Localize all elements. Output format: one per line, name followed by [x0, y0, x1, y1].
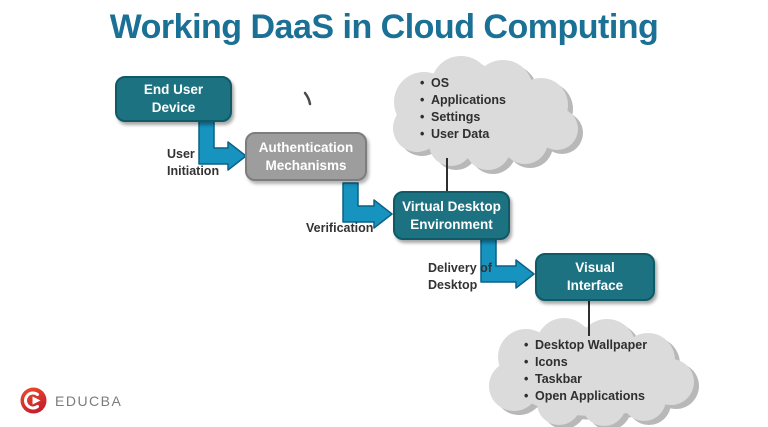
- tick-mark: [303, 91, 312, 106]
- node-virtual-desktop-environment: Virtual Desktop Environment: [393, 191, 510, 240]
- arrow-label-line: Desktop: [428, 277, 478, 292]
- list-item-text: Applications: [431, 92, 507, 107]
- list-item: • Taskbar: [524, 370, 647, 387]
- list-item-text: Settings: [431, 109, 481, 124]
- educba-logo: EDUCBA: [20, 387, 122, 414]
- node-label-line: Device: [151, 100, 196, 115]
- arrow-label-line: Delivery of: [428, 261, 492, 275]
- bottom-cloud-list: • Desktop Wallpaper • Icons • Taskbar • …: [524, 336, 647, 404]
- bullet-icon: •: [524, 354, 529, 369]
- bullet-icon: •: [420, 109, 425, 124]
- list-item-text: Taskbar: [535, 371, 583, 386]
- arrow-label-line: User: [167, 147, 195, 161]
- bullet-icon: •: [524, 371, 529, 386]
- list-item: • Settings: [420, 108, 506, 125]
- arrow-verification: [342, 182, 393, 229]
- bullet-icon: •: [420, 75, 425, 90]
- list-item: • Desktop Wallpaper: [524, 336, 647, 353]
- node-authentication-mechanisms: Authentication Mechanisms: [245, 132, 367, 181]
- node-end-user-device: End User Device: [115, 76, 232, 122]
- node-label-line: Interface: [566, 278, 624, 293]
- bullet-icon: •: [524, 388, 529, 403]
- list-item-text: Icons: [535, 354, 568, 369]
- arrow-label-line: Verification: [306, 221, 374, 235]
- list-item-text: User Data: [431, 126, 490, 141]
- list-item: • User Data: [420, 125, 506, 142]
- list-item: • Applications: [420, 91, 506, 108]
- top-cloud: [393, 56, 578, 170]
- bottom-cloud: [489, 318, 694, 426]
- educba-logo-text: EDUCBA: [55, 392, 123, 409]
- arrow-label-line: Initiation: [167, 163, 220, 178]
- node-label-line: Virtual Desktop: [402, 198, 501, 214]
- list-item: • OS: [420, 74, 506, 91]
- arrow-delivery: [480, 237, 535, 289]
- arrow-label-user-initiation: User Initiation: [167, 146, 219, 179]
- arrow-user-initiation: [198, 119, 247, 171]
- node-label-line: Authentication: [258, 139, 354, 155]
- node-visual-interface: Visual Interface: [535, 253, 655, 301]
- bullet-icon: •: [420, 92, 425, 107]
- arrow-label-delivery-of-desktop: Delivery of Desktop: [428, 260, 492, 293]
- node-label-line: Visual: [575, 260, 615, 276]
- page-title: Working DaaS in Cloud Computing: [109, 8, 659, 46]
- arrow-label-verification: Verification: [306, 220, 373, 237]
- list-item: • Open Applications: [524, 387, 647, 404]
- node-label-line: Mechanisms: [265, 157, 347, 173]
- node-label-line: Environment: [410, 216, 493, 232]
- list-item-text: OS: [431, 75, 450, 90]
- list-item: • Icons: [524, 353, 647, 370]
- educba-logo-icon: [20, 387, 47, 414]
- list-item-text: Open Applications: [535, 388, 645, 403]
- node-label-line: End User: [143, 82, 204, 98]
- bullet-icon: •: [524, 337, 529, 352]
- top-cloud-list: • OS • Applications • Settings • User Da…: [420, 74, 506, 142]
- bullet-icon: •: [420, 126, 425, 141]
- list-item-text: Desktop Wallpaper: [535, 337, 648, 352]
